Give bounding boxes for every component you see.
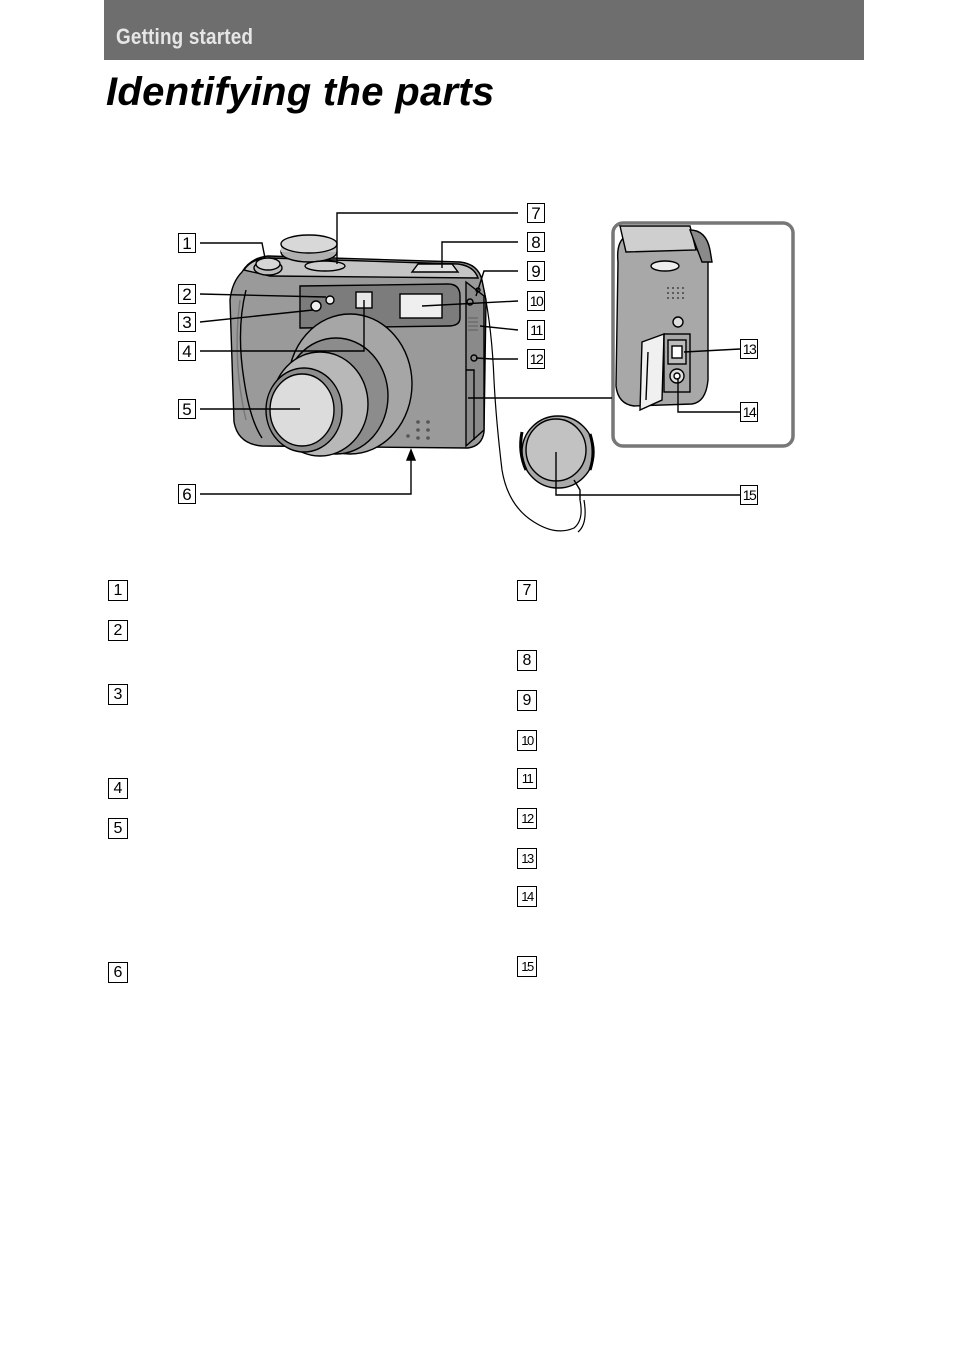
list-marker-11: 11	[517, 768, 537, 789]
list-marker-2: 2	[108, 620, 128, 641]
list-marker-3: 3	[108, 684, 128, 705]
list-marker-6: 6	[108, 962, 128, 983]
page-title: Identifying the parts	[106, 70, 495, 114]
callout-11: 11	[527, 320, 545, 340]
callout-12: 12	[527, 349, 545, 369]
callout-4: 4	[178, 341, 196, 361]
list-marker-13: 13	[517, 848, 537, 869]
list-marker-15: 15	[517, 956, 537, 977]
lens-cap-illustration	[483, 289, 595, 533]
callout-2: 2	[178, 284, 196, 304]
list-marker-12: 12	[517, 808, 537, 829]
section-header-bar: Getting started	[104, 0, 864, 60]
callout-3: 3	[178, 312, 196, 332]
callout-15: 15	[740, 485, 758, 505]
list-marker-4: 4	[108, 778, 128, 799]
callout-5: 5	[178, 399, 196, 419]
camera-side-inset	[611, 221, 795, 448]
list-marker-7: 7	[517, 580, 537, 601]
camera-front-illustration	[229, 234, 487, 457]
list-marker-1: 1	[108, 580, 128, 601]
list-marker-9: 9	[517, 690, 537, 711]
list-marker-5: 5	[108, 818, 128, 839]
section-title: Getting started	[116, 24, 254, 49]
callout-8: 8	[527, 232, 545, 252]
callout-1: 1	[178, 233, 196, 253]
list-marker-8: 8	[517, 650, 537, 671]
callout-9: 9	[527, 261, 545, 281]
list-marker-14: 14	[517, 886, 537, 907]
callout-7: 7	[527, 203, 545, 223]
leader-lines	[199, 212, 741, 496]
callout-14: 14	[740, 402, 758, 422]
list-marker-10: 10	[517, 730, 537, 751]
callout-10: 10	[527, 291, 545, 311]
callout-6: 6	[178, 484, 196, 504]
callout-13: 13	[740, 339, 758, 359]
